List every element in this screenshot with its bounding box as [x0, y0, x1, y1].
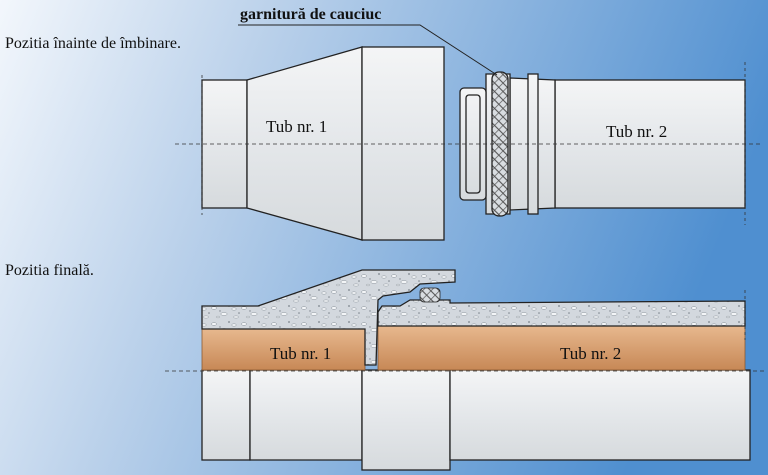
top-assembly: Tub nr. 1 Tub nr. 2 garnitură de cauciuc	[175, 6, 760, 241]
top-tube-1-cone	[246, 46, 363, 241]
bottom-gasket	[419, 287, 441, 303]
top-tube-1-label: Tub nr. 1	[266, 117, 327, 136]
bottom-cement-tube-1	[201, 269, 456, 366]
position-final-heading: Pozitia finală.	[5, 262, 94, 279]
position-before-heading: Pozitia înainte de îmbinare.	[5, 35, 181, 52]
bottom-tube-1-cone	[249, 369, 363, 461]
bottom-pipe-bodies	[201, 369, 751, 471]
bottom-tube-2-body	[449, 369, 751, 461]
bottom-lining-tube-2	[377, 325, 746, 371]
gasket-label: garnitură de cauciuc	[240, 6, 381, 23]
bottom-assembly: Tub nr. 1 Tub nr. 2	[165, 269, 765, 471]
bottom-cement-tube-2	[377, 299, 746, 327]
top-tube-1-socket	[361, 46, 445, 241]
bottom-tube-1-spigot	[201, 369, 251, 461]
gasket-leader-line	[238, 24, 498, 76]
bottom-tube-2-label: Tub nr. 2	[560, 344, 621, 363]
bottom-lining-tube-1	[201, 328, 366, 371]
bottom-tube-1-label: Tub nr. 1	[270, 344, 331, 363]
top-tube-2-label: Tub nr. 2	[606, 122, 667, 141]
bottom-tube-1-socket	[361, 369, 451, 471]
